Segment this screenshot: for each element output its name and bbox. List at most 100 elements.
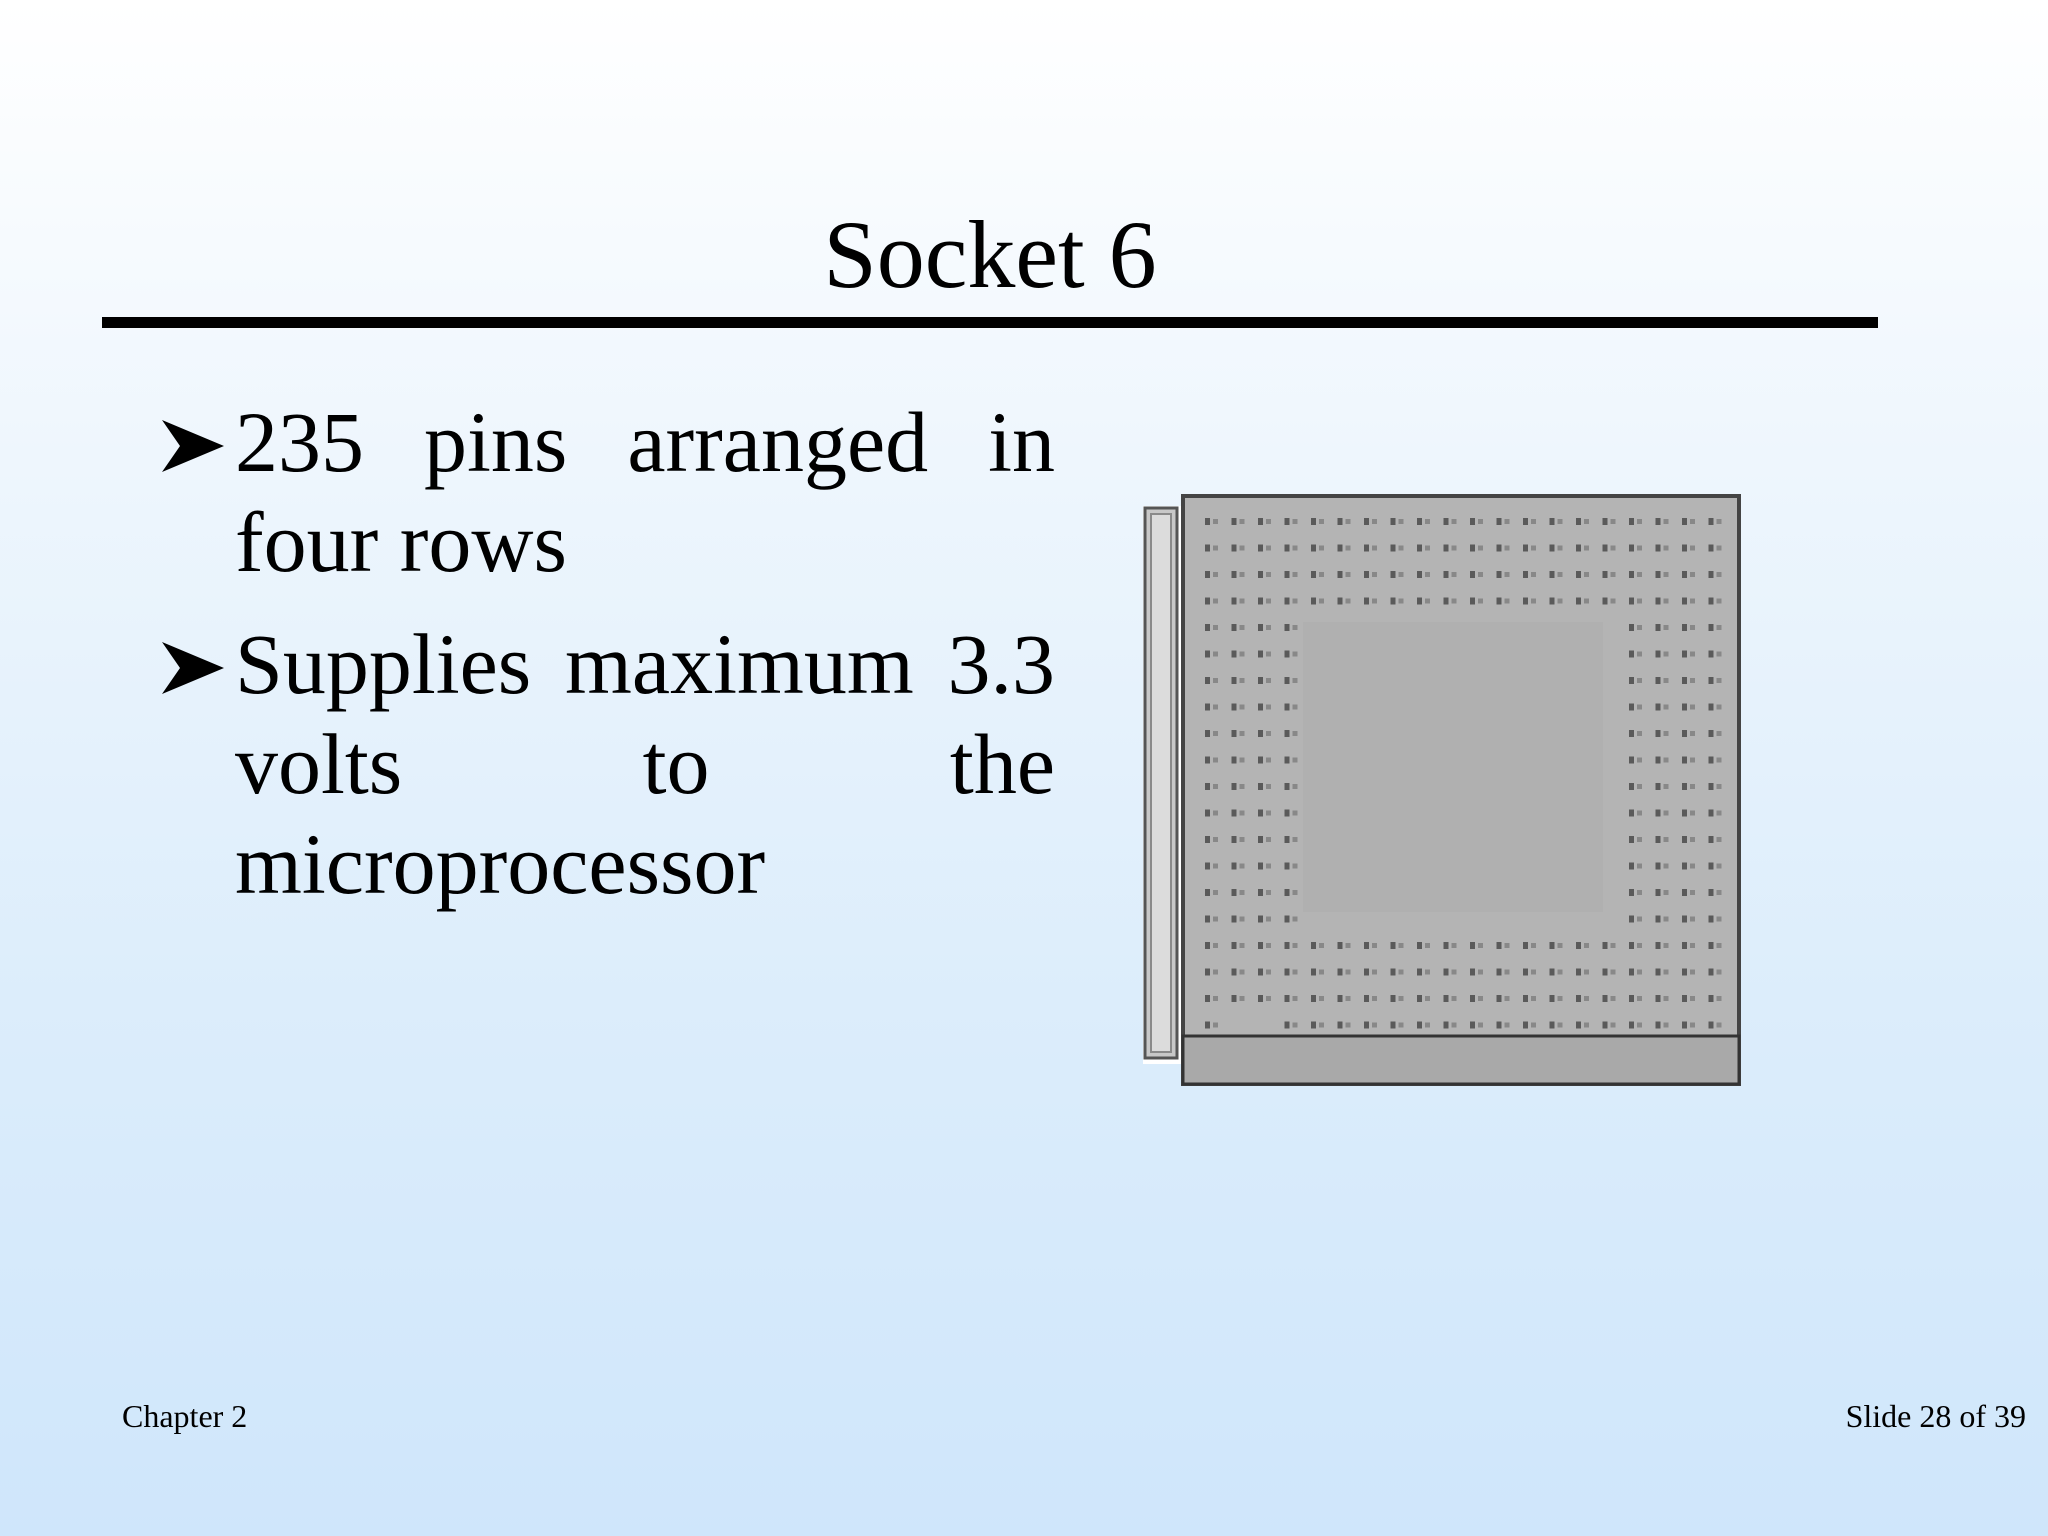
pin-dot <box>1451 545 1457 551</box>
pin-dot <box>1478 572 1483 577</box>
pin-dot <box>1682 809 1687 817</box>
pin-dot <box>1364 995 1369 1002</box>
pin-dot <box>1292 704 1298 710</box>
pin-dot <box>1716 1022 1722 1028</box>
pin-dot <box>1716 704 1722 710</box>
pin-dot <box>1213 996 1218 1001</box>
pin-dot <box>1602 544 1608 552</box>
pin-dot <box>1716 837 1722 842</box>
pin-dot <box>1531 545 1536 551</box>
pin-dot <box>1205 597 1210 605</box>
pin-dot <box>1663 704 1669 710</box>
bullet-text: Supplies maximum 3.3 volts to the microp… <box>235 616 1055 912</box>
pin-dot <box>1708 624 1714 631</box>
pin-dot <box>1663 1022 1669 1028</box>
pin-dot <box>1319 996 1324 1001</box>
slide-title: Socket 6 <box>823 201 1157 308</box>
pin-dot <box>1417 968 1422 976</box>
pin-dot <box>1637 890 1642 895</box>
pin-dot <box>1663 863 1669 869</box>
pin-dot <box>1716 519 1722 524</box>
pin-dot <box>1239 757 1245 763</box>
pin-dot <box>1258 942 1263 949</box>
pin-dot <box>1629 650 1634 658</box>
pin-dot <box>1292 1022 1298 1028</box>
pin-dot <box>1205 889 1210 896</box>
pin-dot <box>1231 968 1237 976</box>
pin-dot <box>1690 784 1695 789</box>
pin-dot <box>1231 624 1237 631</box>
pin-dot <box>1417 995 1422 1002</box>
pin-dot <box>1584 519 1589 524</box>
pin-dot <box>1496 518 1502 525</box>
pin-dot <box>1292 625 1298 630</box>
pin-dot <box>1311 518 1316 525</box>
pin-dot <box>1319 598 1324 604</box>
pin-dot <box>1690 545 1695 551</box>
pin-dot <box>1629 756 1634 764</box>
pin-dot <box>1708 889 1714 896</box>
pin-dot <box>1682 1021 1687 1029</box>
pin-dot <box>1637 863 1642 869</box>
pin-dot <box>1364 597 1369 605</box>
pin-dot <box>1531 519 1536 524</box>
pin-dot <box>1451 969 1457 975</box>
pin-dot <box>1451 519 1457 524</box>
footer-slide-number: Slide 28 of 39 <box>1845 1398 2026 1434</box>
pin-dot <box>1231 809 1237 817</box>
pin-dot <box>1584 1022 1589 1028</box>
pin-dot <box>1682 597 1687 605</box>
pin-dot <box>1716 678 1722 683</box>
pin-dot <box>1576 544 1581 552</box>
pin-dot <box>1231 836 1237 843</box>
pin-dot <box>1337 571 1343 578</box>
pin-dot <box>1523 942 1528 949</box>
pin-dot <box>1557 969 1563 975</box>
pin-dot <box>1504 598 1510 604</box>
pin-dot <box>1239 969 1245 975</box>
pin-dot <box>1213 545 1218 551</box>
pin-dot <box>1266 890 1271 895</box>
pin-dot <box>1425 519 1430 524</box>
pin-dot <box>1478 519 1483 524</box>
pin-dot <box>1584 572 1589 577</box>
pin-dot <box>1258 518 1263 525</box>
pin-dot <box>1239 704 1245 710</box>
pin-dot <box>1629 862 1634 870</box>
pin-dot <box>1655 597 1661 605</box>
pin-dot <box>1425 1022 1430 1028</box>
pin-dot <box>1266 704 1271 710</box>
pin-dot <box>1417 942 1422 949</box>
pin-dot <box>1708 703 1714 711</box>
pin-dot <box>1284 703 1290 711</box>
pin-dot <box>1549 597 1555 605</box>
pin-dot <box>1258 730 1263 737</box>
pin-dot <box>1690 969 1695 975</box>
pin-dot <box>1364 518 1369 525</box>
pin-dot <box>1258 995 1263 1002</box>
pin-dot <box>1319 969 1324 975</box>
pin-dot <box>1496 942 1502 949</box>
pin-dot <box>1266 916 1271 922</box>
pin-dot <box>1549 942 1555 949</box>
pin-dot <box>1205 730 1210 737</box>
pin-dot <box>1504 1022 1510 1028</box>
pin-dot <box>1239 996 1245 1001</box>
pin-dot <box>1663 916 1669 922</box>
pin-dot <box>1557 598 1563 604</box>
pin-dot <box>1655 730 1661 737</box>
pin-dot <box>1205 836 1210 843</box>
pin-dot <box>1205 624 1210 631</box>
pin-dot <box>1284 915 1290 923</box>
pin-dot <box>1443 995 1449 1002</box>
pin-dot <box>1345 572 1351 577</box>
pin-dot <box>1478 943 1483 948</box>
pin-dot <box>1266 757 1271 763</box>
pin-dot <box>1213 969 1218 975</box>
pin-dot <box>1231 915 1237 923</box>
pin-dot <box>1205 544 1210 552</box>
pin-dot <box>1258 544 1263 552</box>
pin-dot <box>1655 1021 1661 1029</box>
pin-dot <box>1258 809 1263 817</box>
pin-dot <box>1372 572 1377 577</box>
